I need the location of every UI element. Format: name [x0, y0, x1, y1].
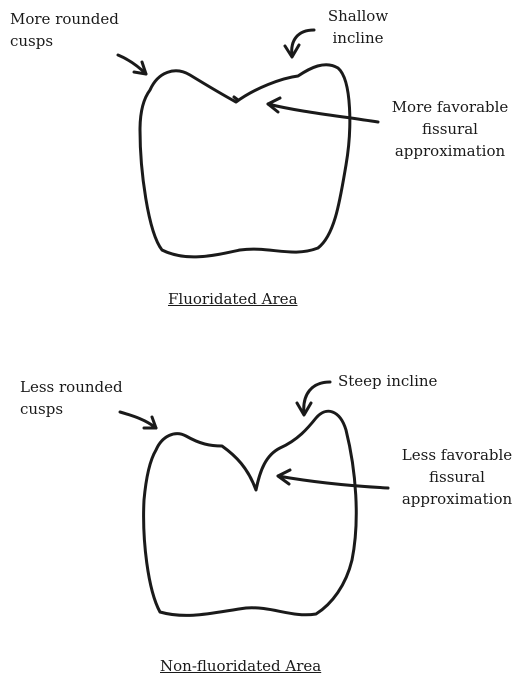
less-rounded-cusps-label: Less rounded cusps: [20, 376, 123, 420]
non-fluoridated-area-caption: Non-fluoridated Area: [160, 655, 321, 677]
shallow-incline-label: Shallow incline: [310, 5, 406, 49]
arrow-less-rounded-cusps: [120, 412, 156, 428]
fluoridated-area-caption: Fluoridated Area: [168, 288, 298, 310]
more-favorable-fissure-label: More favorable fissural approximation: [380, 96, 520, 162]
arrow-more-favorable-fissure: [268, 104, 378, 122]
non-fluoridated-tooth-outline: [144, 411, 357, 615]
fluoridated-tooth-outline: [140, 65, 350, 257]
steep-incline-label: Steep incline: [338, 370, 437, 392]
less-favorable-fissure-label: Less favorable fissural approximation: [392, 444, 522, 510]
more-rounded-cusps-label: More rounded cusps: [10, 8, 119, 52]
arrow-less-favorable-fissure: [278, 476, 388, 488]
